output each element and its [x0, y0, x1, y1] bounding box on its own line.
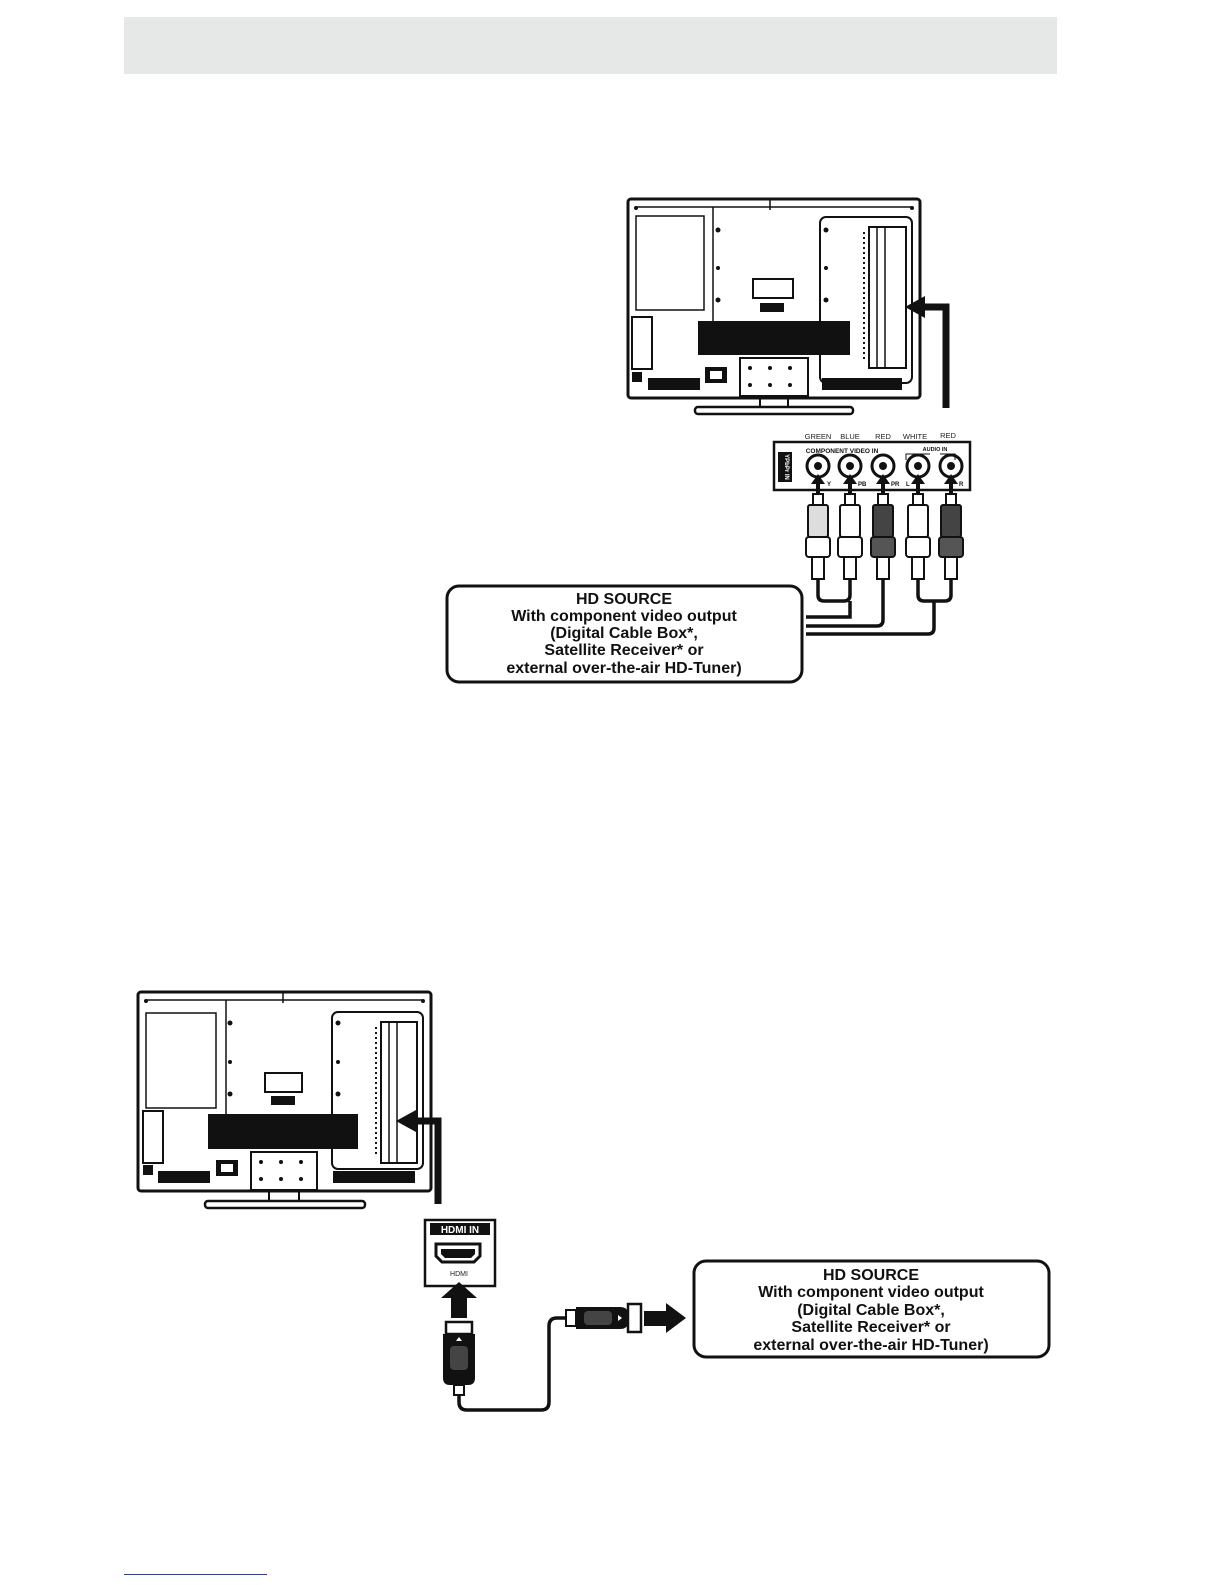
component-jack-panel — [772, 440, 972, 492]
hd-source-box-component: HD SOURCE With component video output (D… — [445, 584, 804, 684]
hdmi-port-caption: HDMI — [450, 1271, 468, 1278]
arrow-into-tv-bottom — [396, 1110, 442, 1204]
jack-color-red-audio: RED — [940, 431, 956, 440]
arrow-to-source — [644, 1303, 686, 1333]
plug-green — [805, 474, 831, 580]
hd-source-line: external over-the-air HD-Tuner) — [506, 660, 741, 677]
hdmi-plug-source-side — [565, 1302, 643, 1334]
tv-rear-top — [626, 197, 922, 416]
hd-source-line: Satellite Receiver* or — [791, 1319, 950, 1336]
hdmi-port-panel — [423, 1218, 497, 1288]
hd-source-line: (Digital Cable Box*, — [797, 1302, 945, 1319]
hd-source-line: external over-the-air HD-Tuner) — [753, 1337, 988, 1354]
component-cables — [806, 579, 953, 636]
hdmi-cable — [457, 1316, 568, 1412]
plug-white-audio — [905, 474, 931, 580]
side-tab-label: YPbPr IN — [783, 454, 789, 480]
hd-source-line: With component video output — [758, 1284, 984, 1301]
jack-color-red: RED — [875, 432, 891, 441]
pin-label-pr: PR — [891, 482, 900, 488]
pin-label-r: R — [959, 482, 964, 488]
jack-color-blue: BLUE — [840, 432, 860, 441]
tv-rear-bottom — [136, 990, 433, 1210]
header-band — [124, 17, 1057, 74]
component-jacks — [805, 453, 964, 479]
footer-rule — [124, 1574, 267, 1575]
plug-blue — [837, 474, 863, 580]
pin-label-y: Y — [827, 482, 831, 488]
hd-source-title: HD SOURCE — [823, 1267, 919, 1284]
jack-color-white: WHITE — [903, 432, 927, 441]
hd-source-line: With component video output — [511, 608, 737, 625]
jack-color-green: GREEN — [805, 432, 832, 441]
plug-red-video — [870, 474, 896, 580]
pin-label-l: L — [906, 482, 910, 488]
pin-label-pb: PB — [858, 482, 867, 488]
hdmi-plug-tv-side — [443, 1320, 475, 1396]
hd-source-title: HD SOURCE — [576, 591, 672, 608]
group-label-video: COMPONENT VIDEO IN — [806, 448, 879, 455]
group-label-audio: AUDIO IN — [923, 447, 948, 453]
hd-source-line: Satellite Receiver* or — [544, 642, 703, 659]
arrow-hdmi-up — [441, 1282, 477, 1318]
hdmi-panel-title: HDMI IN — [441, 1225, 479, 1236]
hd-source-box-hdmi: HD SOURCE With component video output (D… — [692, 1259, 1051, 1359]
arrow-into-tv-top — [905, 296, 950, 408]
hd-source-line: (Digital Cable Box*, — [550, 625, 698, 642]
